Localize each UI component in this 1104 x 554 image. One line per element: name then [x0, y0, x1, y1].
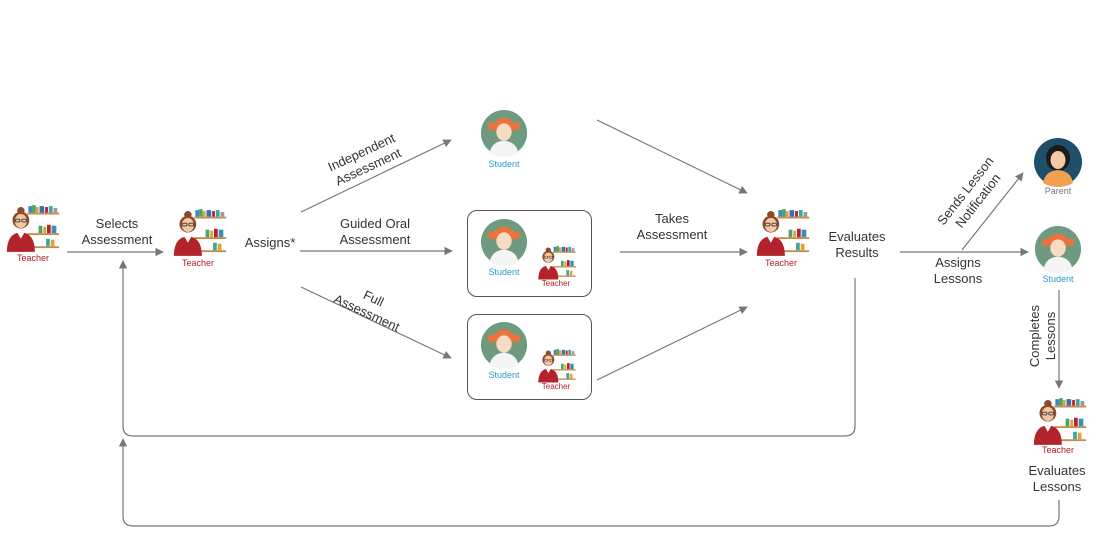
teacher-start-caption: Teacher	[16, 253, 50, 263]
student-full-caption: Student	[488, 370, 520, 380]
teacher-assign-caption: Teacher	[181, 258, 215, 268]
takes-assessment-label: Takes Assessment	[636, 211, 708, 242]
teacher-evaluate-caption: Teacher	[764, 258, 798, 268]
parent-caption: Parent	[1044, 186, 1072, 196]
arrow-assign-full	[300, 286, 452, 359]
guided-oral-assessment-label: Guided Oral Assessment	[339, 216, 411, 247]
teacher-lessons-icon	[1032, 398, 1088, 450]
student-lessons-icon	[1034, 225, 1082, 278]
teacher-guided-caption: Teacher	[541, 279, 571, 288]
loop-back-from-lessons	[118, 438, 1060, 527]
arrow-evaluate-parent	[961, 172, 1024, 251]
evaluates-results-label: Evaluates Results	[828, 229, 886, 260]
teacher-full-caption: Teacher	[541, 382, 571, 391]
arrow-full-evaluate	[596, 306, 748, 381]
loop-back-from-results	[118, 260, 856, 437]
student-full-icon	[480, 321, 528, 374]
completes-lessons-label: Completes Lessons	[1027, 304, 1058, 368]
student-guided-icon	[480, 218, 528, 271]
teacher-full-icon	[537, 349, 577, 388]
student-lessons-caption: Student	[1042, 274, 1074, 284]
student-independent-icon	[480, 109, 528, 162]
teacher-assign-icon	[172, 209, 228, 261]
teacher-lessons-caption: Teacher	[1041, 445, 1075, 455]
teacher-evaluate-icon	[755, 209, 811, 261]
arrow-independent-evaluate	[596, 119, 748, 194]
selects-assessment-label: Selects Assessment	[81, 216, 153, 247]
assigns-label: Assigns*	[244, 235, 296, 250]
assigns-lessons-label: Assigns Lessons	[933, 255, 983, 286]
parent-icon	[1033, 137, 1083, 192]
teacher-guided-icon	[537, 246, 577, 285]
teacher-start-icon	[5, 205, 61, 257]
evaluates-lessons-label: Evaluates Lessons	[1028, 463, 1086, 494]
student-guided-caption: Student	[488, 267, 520, 277]
student-independent-caption: Student	[488, 159, 520, 169]
arrow-assign-independent	[300, 139, 452, 213]
